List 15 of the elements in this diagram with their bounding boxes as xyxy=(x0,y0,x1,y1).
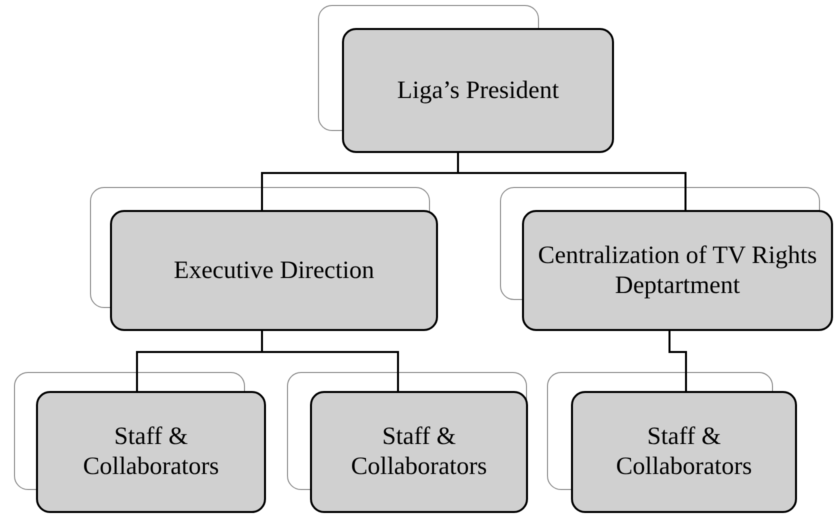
org-box xyxy=(36,391,266,513)
org-box xyxy=(571,391,797,513)
box-label: Centralization of TV Rights Deptartment xyxy=(537,240,818,300)
org-box xyxy=(522,210,833,331)
connector-line xyxy=(457,153,686,210)
org-box xyxy=(342,28,614,153)
box-label: Executive Direction xyxy=(174,256,374,286)
org-box xyxy=(110,210,438,331)
connector-line xyxy=(261,331,399,391)
box-label: Staff & Collaborators xyxy=(82,422,220,482)
box-label: Staff & Collaborators xyxy=(350,422,488,482)
connector-line xyxy=(668,331,687,391)
box-label: Staff & Collaborators xyxy=(614,422,754,482)
box-label: Liga’s President xyxy=(397,76,559,106)
org-box xyxy=(310,391,528,513)
